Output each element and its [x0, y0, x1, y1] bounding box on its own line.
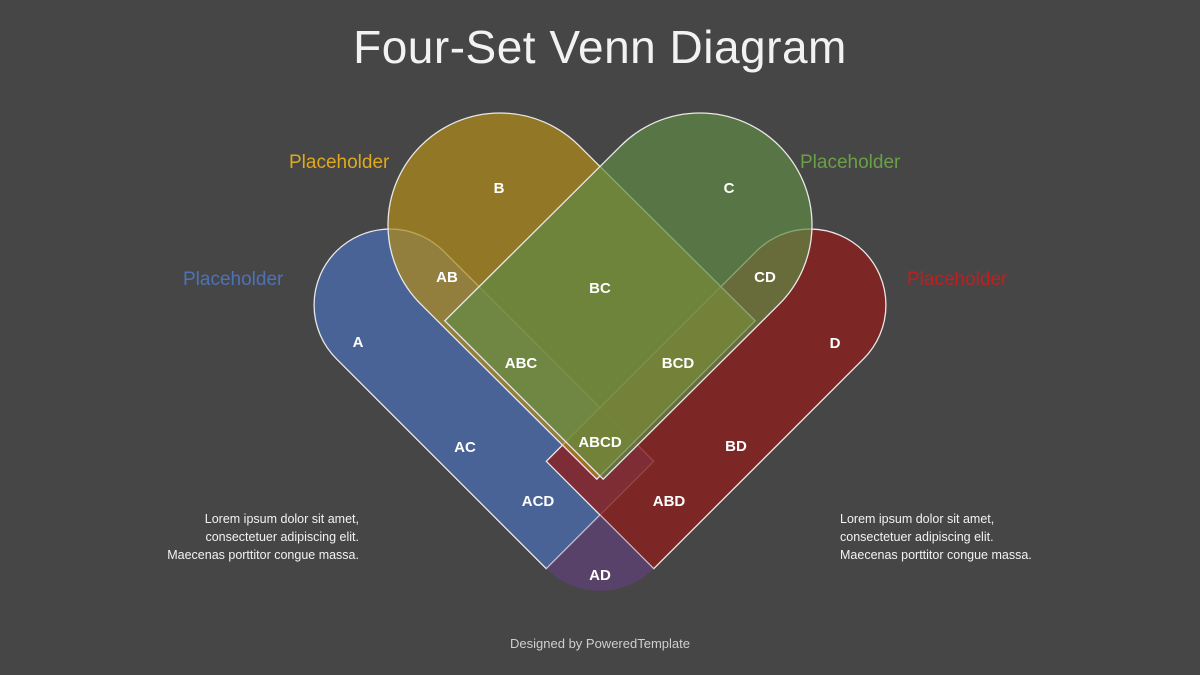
region-cd-label: CD: [754, 269, 776, 286]
region-ac-label: AC: [454, 439, 476, 456]
region-bd-label: BD: [725, 438, 747, 455]
set-a-label: Placeholder: [183, 269, 284, 290]
right-description-line: consectetuer adipiscing elit.: [840, 530, 994, 544]
region-abd-label: ABD: [653, 493, 686, 510]
set-ad-overlap: [546, 515, 654, 591]
region-abcd-label: ABCD: [578, 434, 621, 451]
left-description: Lorem ipsum dolor sit amet, consectetuer…: [167, 510, 359, 564]
right-description-line: Maecenas porttitor congue massa.: [840, 548, 1032, 562]
region-c-label: C: [724, 180, 735, 197]
set-d-label: Placeholder: [907, 269, 1008, 290]
region-ad-label: AD: [589, 567, 611, 584]
footer-credit: Designed by PoweredTemplate: [510, 636, 690, 651]
region-ab-label: AB: [436, 269, 458, 286]
left-description-line: consectetuer adipiscing elit.: [205, 530, 359, 544]
right-description-line: Lorem ipsum dolor sit amet,: [840, 512, 995, 526]
set-c-shape: [443, 112, 813, 481]
page-title: Four-Set Venn Diagram: [353, 21, 847, 73]
left-description-line: Lorem ipsum dolor sit amet,: [204, 512, 359, 526]
left-description-line: Maecenas porttitor congue massa.: [167, 548, 359, 562]
region-bcd-label: BCD: [662, 355, 695, 372]
right-description: Lorem ipsum dolor sit amet, consectetuer…: [840, 510, 1032, 564]
set-c-label: Placeholder: [800, 152, 901, 173]
region-abc-label: ABC: [505, 355, 538, 372]
region-bc-label: BC: [589, 280, 611, 297]
region-d-label: D: [830, 335, 841, 352]
region-b-label: B: [494, 180, 505, 197]
region-acd-label: ACD: [522, 493, 555, 510]
region-a-label: A: [353, 334, 364, 351]
set-b-label: Placeholder: [289, 152, 390, 173]
